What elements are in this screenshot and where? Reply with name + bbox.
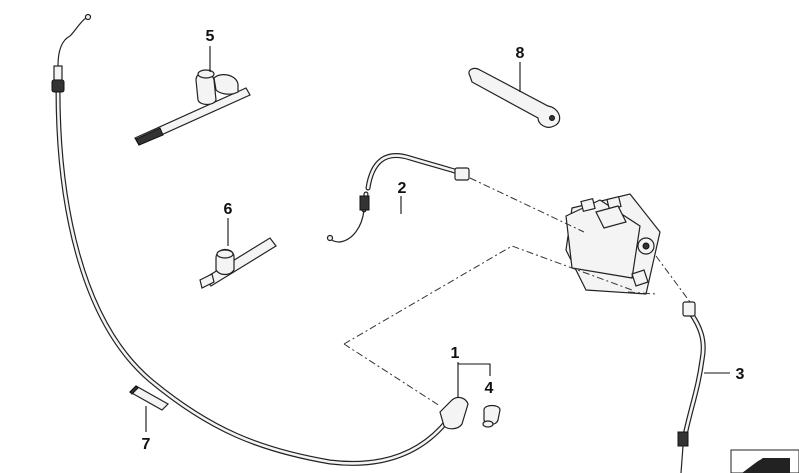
control-unit[interactable]	[565, 193, 661, 295]
hose3-lead	[680, 445, 684, 473]
callout-3: 3	[736, 366, 745, 383]
part-8-strap[interactable]	[468, 67, 561, 128]
part-7-sleeve[interactable]	[129, 385, 169, 411]
cable-connector-upper	[454, 167, 470, 181]
hose-elbow	[439, 396, 469, 430]
hose3-top-connector	[682, 301, 696, 317]
part-6-holder[interactable]	[199, 237, 277, 289]
leader-lines	[145, 46, 730, 432]
part-1-hose[interactable]	[51, 13, 469, 466]
assembly-lines	[343, 177, 691, 407]
hose-top-connector	[51, 79, 65, 93]
cable-connector-lower	[359, 195, 370, 211]
hose3-bottom-connector	[677, 431, 689, 447]
callout-5: 5	[206, 28, 215, 45]
callout-2: 2	[398, 180, 407, 197]
callout-6: 6	[224, 201, 233, 218]
arrow-badge-icon	[730, 449, 799, 473]
part-2-cable[interactable]	[326, 153, 470, 243]
part-3-hose[interactable]	[677, 301, 706, 473]
callouts: 1 2 3 4 5 6 7 8	[142, 28, 745, 453]
callout-1: 1	[451, 345, 460, 362]
part-4-cap[interactable]	[482, 404, 501, 428]
hose-top-tip	[84, 13, 92, 21]
callout-4: 4	[485, 380, 494, 397]
part-5-cable-tie[interactable]	[134, 69, 251, 146]
hose-top-sleeve	[53, 65, 63, 81]
cable-tip	[326, 234, 334, 242]
cable-lead	[329, 209, 365, 243]
callout-7: 7	[142, 436, 151, 453]
hose-top-wire	[57, 17, 87, 67]
callout-8: 8	[516, 45, 525, 62]
